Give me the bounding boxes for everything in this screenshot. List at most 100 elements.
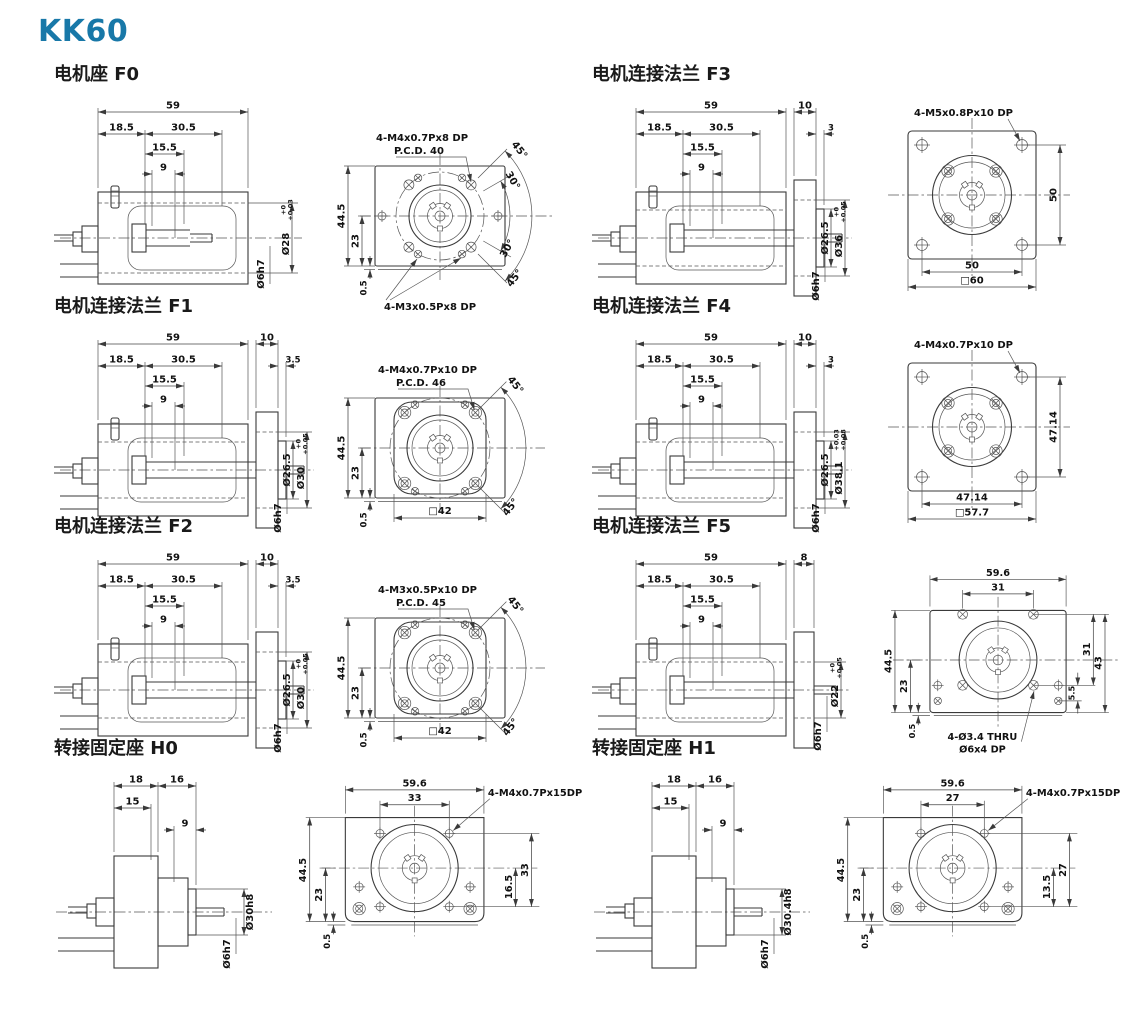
dim-height: 44.5	[337, 204, 348, 229]
dim-seg-c: 15.5	[152, 375, 177, 386]
dim-seg-a: 18.5	[647, 123, 672, 134]
angle-outer-bottom: 45°	[505, 268, 525, 290]
dim-center-height: 23	[351, 686, 362, 700]
section-h1: 转接固定座 H1 18 16 15	[578, 734, 1140, 982]
dim-bolt-span: 47.14	[956, 493, 988, 504]
dim-boss-thk: 3	[828, 124, 834, 134]
page-title: KK60	[38, 14, 129, 49]
dim-lip: 0.5	[322, 934, 332, 949]
dim-pilot-dia: Ø26.5	[819, 221, 831, 254]
dim-bore-tol-lower: +0	[295, 439, 303, 449]
dim-height: 44.5	[337, 436, 348, 461]
dim-center-height: 23	[351, 234, 362, 248]
dim-seg-b: 30.5	[709, 123, 734, 134]
dim-lip: 0.5	[360, 280, 370, 295]
h0-side-view-drawing: 18 16 15 9 Ø30h8 Ø6h7	[56, 775, 272, 969]
dim-square: □57.7	[955, 508, 989, 519]
dim-bore-tol-lower: +0	[829, 663, 837, 673]
dim-seg-c: 15	[664, 797, 678, 808]
dim-seg-a: 18.5	[647, 355, 672, 366]
dim-bore-tol-upper: +0.05	[302, 433, 310, 455]
dim-lip: 0.5	[860, 934, 870, 949]
section-f4: 电机连接法兰 F4 59	[578, 292, 1140, 540]
dim-bolt-span: 50	[965, 261, 979, 272]
dim-seg-c: 15.5	[690, 143, 715, 154]
thread-callout-bottom: 4-M3x0.5Px8 DP	[384, 302, 476, 313]
dim-seg-a: 18.5	[109, 123, 134, 134]
dim-shaft-dia: Ø6h7	[272, 723, 284, 753]
dim-seg-b: 16	[708, 775, 722, 786]
angle-top: 45°	[505, 375, 525, 397]
section-title-f5: 电机连接法兰 F5	[592, 516, 732, 537]
pcd-callout: P.C.D. 45	[396, 598, 446, 609]
h1-front-view-drawing: 59.6 27 4-M4x0.7Px15DP 44.5 23 0.5 13.5	[836, 778, 1120, 949]
dim-bolt-span-h: 27	[946, 793, 960, 804]
dim-lip: 0.5	[360, 732, 370, 747]
dim-seg-a: 18	[667, 775, 681, 786]
thread-callout-top: 4-M4x0.7Px10 DP	[914, 340, 1013, 351]
dim-seg-d: 9	[698, 395, 705, 406]
dim-total-length: 59	[166, 101, 180, 112]
section-f0: 电机座 F0 59 18.5 30.5	[40, 60, 602, 323]
dim-bore-dia: Ø30	[295, 467, 307, 489]
thread-callout-top: 4-M5x0.8Px10 DP	[914, 108, 1013, 119]
hole-note-line2: Ø6x4 DP	[959, 743, 1006, 755]
dim-seg-a: 18.5	[109, 355, 134, 366]
dim-flange-thk: 10	[798, 101, 812, 112]
f5-side-view-drawing: 59 8 18.5 30.5 15.5 9 Ø22 +0.05 +0	[592, 553, 850, 751]
dim-side-length: 50	[1049, 188, 1060, 202]
dim-shaft-dia: Ø6h7	[759, 939, 771, 969]
dim-seg-b: 16	[170, 775, 184, 786]
section-f2: 电机连接法兰 F2 59	[40, 512, 602, 775]
dim-seg-c: 15	[126, 797, 140, 808]
f2-front-view-drawing: 45° 45° 44.5 23 0.5 □42 4-M3x0.5Px10 DP …	[337, 585, 545, 748]
dim-boss-dia: Ø30.4h8	[782, 888, 794, 935]
dim-bore-tol-lower: +0.03	[833, 429, 841, 450]
dim-total-length: 59	[166, 553, 180, 564]
dim-total-length: 59	[704, 553, 718, 564]
dim-seg-b: 30.5	[171, 575, 196, 586]
dim-seg-c: 15.5	[690, 375, 715, 386]
f3-front-view-drawing: 4-M5x0.8Px10 DP 50 50 □60	[888, 108, 1070, 291]
f1-front-view-drawing: 45° 45° 44.5 23 0.5 □42 4-M4x0.7Px10 DP …	[337, 365, 545, 528]
dim-center-height: 23	[351, 466, 362, 480]
dim-seg-d: 9	[160, 395, 167, 406]
section-title-h0: 转接固定座 H0	[54, 738, 178, 759]
dim-height: 44.5	[298, 858, 309, 882]
dim-width: 59.6	[986, 568, 1010, 579]
dim-bolt-span-h: 31	[991, 583, 1005, 594]
dim-bore-dia: Ø36	[833, 235, 845, 257]
f0-side-view-drawing: 59 18.5 30.5 15.5 9 Ø28 +0.03 +0 Ø6h7	[54, 101, 302, 289]
section-title-f0: 电机座 F0	[54, 64, 140, 85]
dim-shaft-dia: Ø6h7	[810, 271, 822, 301]
dim-center-height: 23	[852, 888, 863, 902]
dim-seg-d: 9	[720, 819, 727, 830]
dim-seg-b: 30.5	[709, 575, 734, 586]
dim-seg-d: 9	[698, 615, 705, 626]
thread-callout: 4-M4x0.7Px15DP	[488, 788, 582, 799]
dim-bore-tol-upper: +0.05	[302, 653, 310, 675]
dim-offset: 5.5	[1066, 686, 1076, 701]
section-f1: 电机连接法兰 F1 59	[40, 292, 602, 555]
dim-total-length: 59	[166, 333, 180, 344]
dim-flange-thk: 10	[798, 333, 812, 344]
dim-flange-thk: 10	[260, 333, 274, 344]
dim-bolt-span-v: 31	[1082, 642, 1093, 656]
pcd-callout: P.C.D. 46	[396, 378, 446, 389]
dim-seg-d: 9	[182, 819, 189, 830]
dim-side-length: 43	[1094, 656, 1105, 670]
dim-height: 44.5	[337, 656, 348, 681]
thread-callout-top: 4-M4x0.7Px8 DP	[376, 133, 468, 144]
dim-seg-d: 9	[160, 163, 167, 174]
dim-center-height: 23	[899, 680, 910, 694]
dim-boss-thk: 3.5	[285, 576, 300, 586]
dim-bore-tol-lower: +0	[833, 207, 841, 217]
dim-bolt-span-v: 27	[1058, 863, 1069, 877]
dim-boss-thk: 3	[828, 356, 834, 366]
dim-height: 44.5	[884, 649, 895, 673]
thread-callout-top: 4-M3x0.5Px10 DP	[378, 585, 477, 596]
dim-bore-tol-lower: +0	[295, 659, 303, 669]
dim-pilot-dia: Ø26.5	[281, 453, 293, 486]
dim-seg-c: 15.5	[152, 143, 177, 154]
dim-square: □42	[428, 726, 451, 737]
